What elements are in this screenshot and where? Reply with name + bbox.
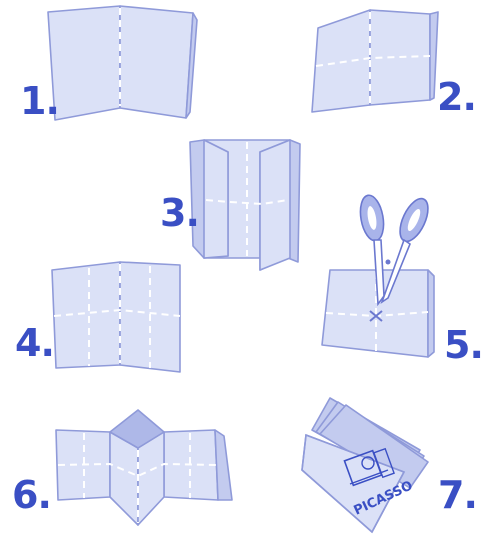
step-2-figure bbox=[312, 10, 438, 112]
step-number-1: 1. bbox=[20, 79, 59, 123]
step-3-figure bbox=[190, 140, 300, 270]
step-7-figure: PICASSO bbox=[302, 398, 428, 532]
step-number-7: 7. bbox=[438, 473, 477, 517]
step-5-figure bbox=[322, 193, 434, 357]
step-number-4: 4. bbox=[15, 321, 54, 365]
step-1-figure bbox=[48, 6, 197, 120]
step-number-2: 2. bbox=[437, 75, 476, 119]
step-4-figure bbox=[52, 262, 180, 372]
step-6-figure bbox=[56, 410, 232, 525]
step-number-6: 6. bbox=[12, 473, 51, 517]
step-number-3: 3. bbox=[160, 191, 199, 235]
step-number-5: 5. bbox=[444, 323, 483, 367]
